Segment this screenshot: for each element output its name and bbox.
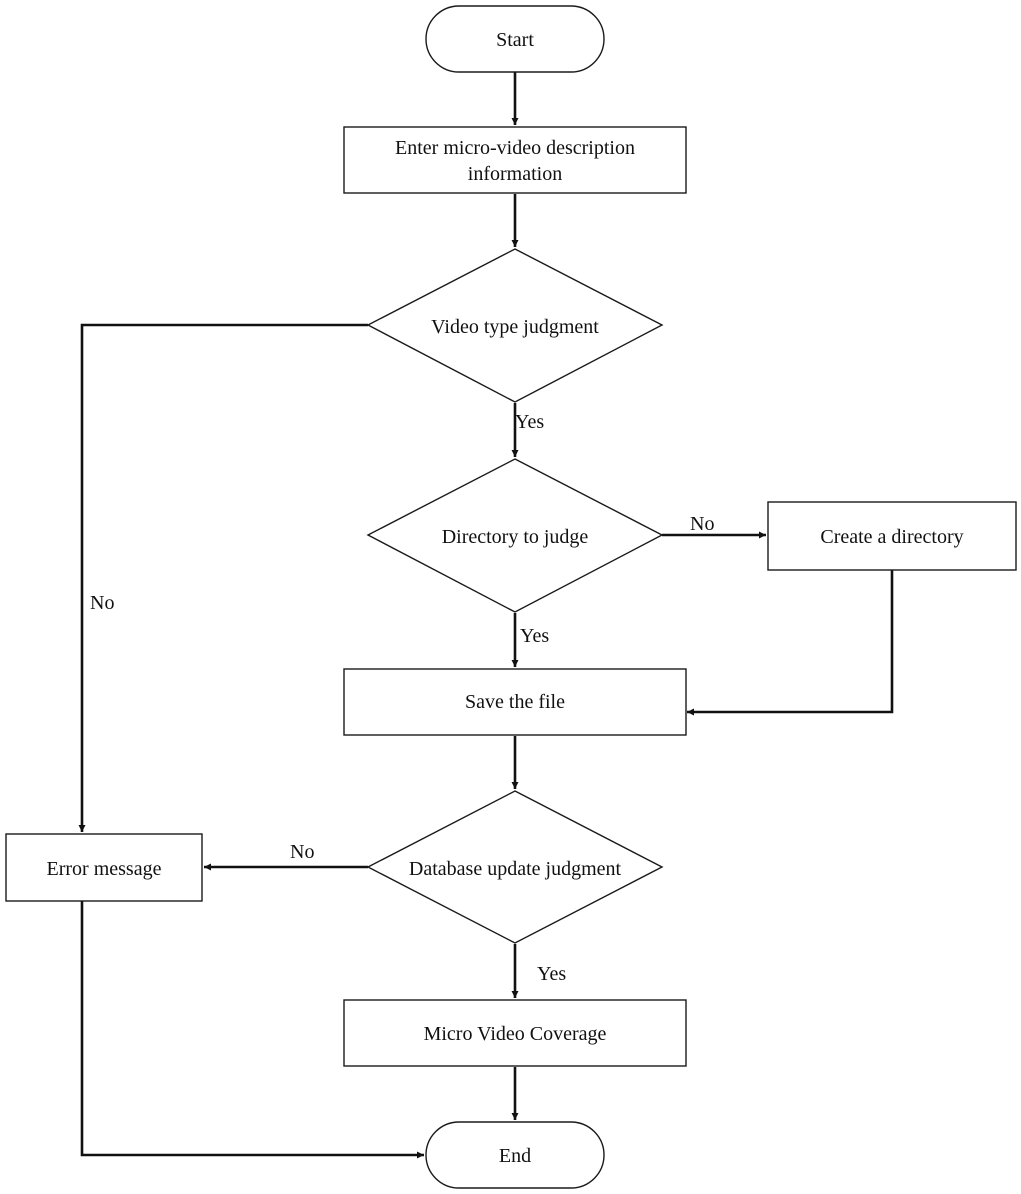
node-create-directory: Create a directory <box>767 501 1017 571</box>
node-end: End <box>425 1121 605 1189</box>
edge-label-database-no: No <box>290 841 314 863</box>
node-enter-info-label-line2: information <box>468 163 562 185</box>
node-enter-info-label-line1: Enter micro-video description <box>395 137 635 159</box>
node-micro-video-coverage-label: Micro Video Coverage <box>424 1023 607 1045</box>
node-save-file-label: Save the file <box>465 691 565 713</box>
node-micro-video-coverage: Micro Video Coverage <box>343 999 687 1067</box>
decision-directory-label: Directory to judge <box>442 526 589 548</box>
decision-database-update: Database update judgment <box>366 790 664 944</box>
node-create-directory-label: Create a directory <box>820 526 963 548</box>
edge-label-directory-yes: Yes <box>520 625 549 647</box>
decision-directory: Directory to judge <box>366 458 664 613</box>
node-start: Start <box>425 5 605 73</box>
node-error-message: Error message <box>5 833 203 902</box>
node-enter-info: Enter micro-video description informatio… <box>343 126 687 194</box>
node-error-message-label: Error message <box>47 858 162 880</box>
decision-database-update-label: Database update judgment <box>409 858 622 880</box>
node-start-label: Start <box>496 29 534 51</box>
connector-create-to-save <box>687 570 894 716</box>
node-save-file: Save the file <box>343 668 687 736</box>
connector-error-to-end <box>80 901 424 1159</box>
edge-label-database-yes: Yes <box>537 963 566 985</box>
connector-video-type-no-to-error <box>78 323 368 832</box>
decision-video-type: Video type judgment <box>366 248 664 403</box>
edge-label-directory-no: No <box>690 513 714 535</box>
node-end-label: End <box>499 1145 531 1167</box>
decision-video-type-label: Video type judgment <box>431 316 599 338</box>
edge-label-video-type-no: No <box>90 592 114 614</box>
edge-label-video-type-yes: Yes <box>515 411 544 433</box>
